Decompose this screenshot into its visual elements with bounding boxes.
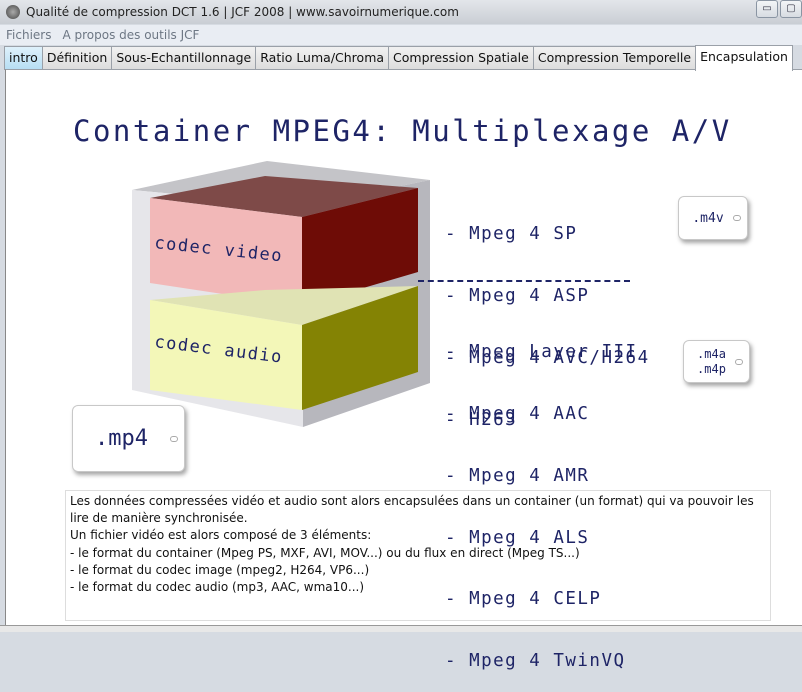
video-codec-item: - Mpeg 4 ASP (445, 285, 590, 306)
m4a-m4p-file-tag: .m4a .m4p (683, 340, 750, 383)
window-title: Qualité de compression DCT 1.6 | JCF 200… (26, 5, 459, 19)
audio-codec-item: - Mpeg Layer III (445, 342, 638, 363)
m4v-file-tag: .m4v (678, 196, 748, 240)
video-side (302, 188, 418, 306)
separator-dashed-line (418, 280, 630, 282)
description-line: - le format du codec audio (mp3, AAC, wm… (70, 580, 365, 595)
menu-fichiers[interactable]: Fichiers (6, 28, 52, 42)
description-line: Un fichier vidéo est alors composé de 3 … (70, 528, 372, 543)
description-line: Les données compressées vidéo et audio s… (70, 494, 754, 526)
minimize-button[interactable]: ▭ (756, 0, 778, 18)
audio-codec-item: - Mpeg 4 TwinVQ (445, 651, 626, 672)
audio-top (150, 286, 418, 325)
title-bar: Qualité de compression DCT 1.6 | JCF 200… (0, 0, 802, 24)
audio-codec-item: - Mpeg 4 ALS (445, 527, 590, 548)
m4p-label: .m4p (697, 361, 726, 376)
tab-sous-echantillonnage[interactable]: Sous-Echantillonnage (111, 46, 257, 70)
video-front (150, 198, 302, 306)
tab-compression-spatiale[interactable]: Compression Spatiale (388, 46, 534, 70)
mp4-label: .mp4 (95, 426, 148, 451)
tag-hole-icon (170, 435, 178, 442)
video-codec-item: - Mpeg 4 SP (445, 224, 578, 245)
video-codec-item: - H263 (445, 409, 518, 430)
mp4-file-tag: .mp4 (72, 405, 185, 472)
video-codec-list: - Mpeg 4 SP - Mpeg 4 ASP - Mpeg 4 AVC/H2… (445, 183, 650, 451)
diagram-heading: Container MPEG4: Multiplexage A/V (73, 114, 732, 148)
audio-codec-item: - Mpeg 4 CELP (445, 589, 602, 610)
audio-front (150, 300, 302, 410)
audio-codec-item: - Mpeg 4 AAC (445, 403, 590, 424)
description-line: - le format du codec image (mpeg2, H264,… (70, 562, 370, 577)
tab-encapsulation[interactable]: Encapsulation (695, 45, 793, 71)
tab-bar: intro Définition Sous-Echantillonnage Ra… (4, 45, 793, 71)
container-cube-diagram: codec video codec audio (132, 161, 430, 427)
tag-hole-icon (733, 215, 741, 221)
audio-side (302, 286, 418, 410)
tab-definition[interactable]: Définition (41, 46, 113, 70)
description-textbox[interactable]: Les données compressées vidéo et audio s… (65, 490, 771, 621)
m4a-label: .m4a (697, 346, 726, 361)
video-top (150, 176, 418, 217)
video-codec-item: - Mpeg 4 AVC/H264 (445, 347, 650, 368)
tab-compression-temporelle[interactable]: Compression Temporelle (532, 46, 697, 70)
tab-ratio-luma-chroma[interactable]: Ratio Luma/Chroma (255, 46, 390, 70)
status-strip (0, 625, 802, 632)
audio-codec-item: - Mpeg 4 AMR (445, 465, 590, 486)
tag-hole-icon (735, 358, 743, 365)
menu-a-propos[interactable]: A propos des outils JCF (62, 28, 200, 42)
description-line: - le format du container (Mpeg PS, MXF, … (70, 545, 580, 560)
menu-bar: Fichiers A propos des outils JCF (0, 25, 802, 45)
m4v-label: .m4v (692, 210, 724, 226)
app-icon (6, 5, 20, 19)
